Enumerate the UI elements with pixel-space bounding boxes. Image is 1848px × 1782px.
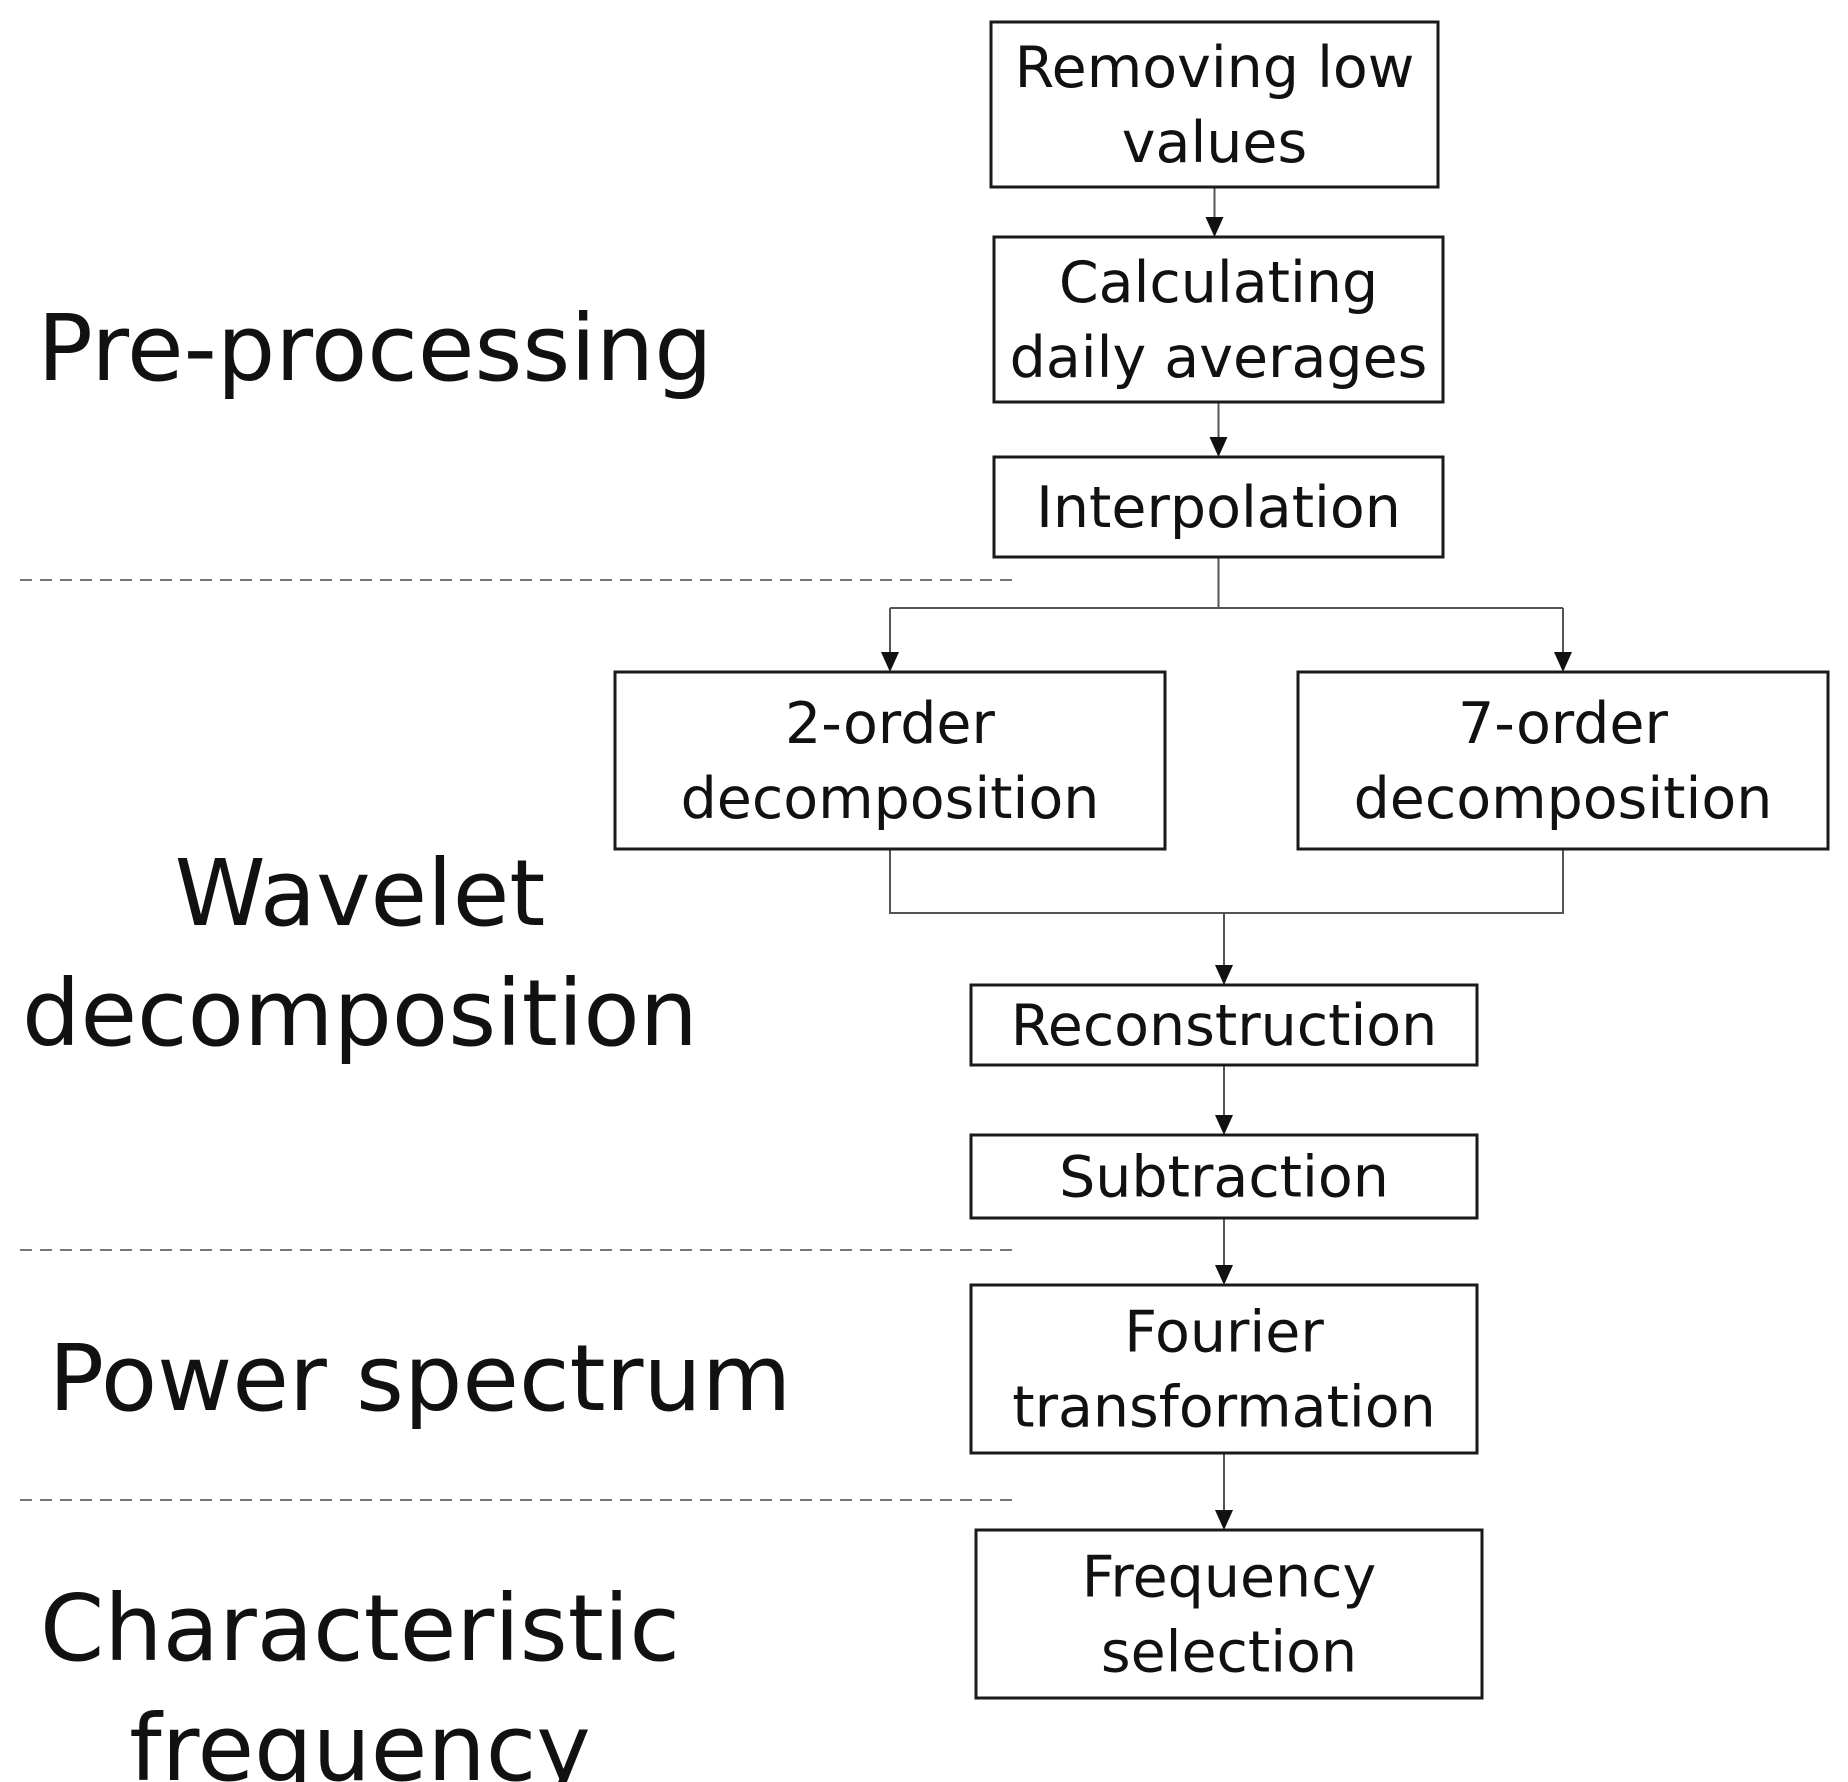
step-interpolation: Interpolation — [992, 455, 1445, 559]
step-removing-low-values: Removing low values — [989, 20, 1440, 189]
step-label-removing-low-values-line-1: Removing low — [1015, 35, 1415, 101]
step-label-daily-averages-line-2: daily averages — [1010, 325, 1428, 391]
step-label-fourier-line-2: transformation — [1012, 1375, 1436, 1441]
step-box-daily-averages — [992, 235, 1445, 404]
arrow-to-order2-arrowhead — [881, 652, 899, 672]
stage-label-preprocessing-line-1: Pre-processing — [37, 295, 712, 402]
step-label-interpolation-line-1: Interpolation — [1036, 475, 1401, 541]
step-label-frequency-selection-line-1: Frequency — [1082, 1545, 1376, 1611]
step-box-order2 — [613, 670, 1167, 851]
step-box-order7 — [1296, 670, 1830, 851]
arrow-removing-to-averages-arrowhead — [1205, 217, 1224, 237]
step-fourier: Fourier transformation — [969, 1283, 1479, 1455]
arrow-to-reconstruction-arrowhead — [1215, 965, 1233, 985]
step-label-order7-line-1: 7-order — [1458, 691, 1668, 757]
step-label-reconstruction-line-1: Reconstruction — [1011, 993, 1438, 1059]
step-label-fourier-line-1: Fourier — [1124, 1300, 1324, 1366]
stage-wavelet: Wavelet decomposition — [22, 840, 698, 1067]
step-box-frequency-selection — [974, 1528, 1484, 1700]
arrow-reconstruction-to-subtraction-arrowhead — [1215, 1115, 1233, 1135]
step-frequency-selection: Frequency selection — [974, 1528, 1484, 1700]
step-label-daily-averages-line-1: Calculating — [1059, 250, 1378, 316]
step-subtraction: Subtraction — [969, 1133, 1479, 1220]
stage-characteristic: Characteristic frequency — [40, 1575, 680, 1782]
arrow-fourier-to-frequency-selection-arrowhead — [1215, 1510, 1233, 1530]
step-box-fourier — [969, 1283, 1479, 1455]
stage-label-wavelet-line-2: decomposition — [22, 960, 698, 1067]
step-label-removing-low-values-line-2: values — [1122, 110, 1307, 176]
step-order7: 7-order decomposition — [1296, 670, 1830, 851]
step-label-order7-line-2: decomposition — [1354, 766, 1773, 832]
stage-label-wavelet-line-1: Wavelet — [175, 840, 546, 947]
step-box-removing-low-values — [989, 20, 1440, 189]
stage-label-characteristic-line-2: frequency — [129, 1695, 590, 1782]
step-box-interpolation — [992, 455, 1445, 559]
stage-preprocessing: Pre-processing — [37, 295, 712, 402]
arrow-to-order7-arrowhead — [1554, 652, 1572, 672]
step-box-subtraction — [969, 1133, 1479, 1220]
step-order2: 2-order decomposition — [613, 670, 1167, 851]
stage-label-characteristic-line-1: Characteristic — [40, 1575, 680, 1682]
split-connector — [890, 557, 1563, 609]
step-daily-averages: Calculating daily averages — [992, 235, 1445, 404]
step-label-frequency-selection-line-2: selection — [1101, 1620, 1357, 1686]
arrow-subtraction-to-fourier-arrowhead — [1215, 1265, 1233, 1285]
stage-separators — [20, 579, 1020, 1501]
step-reconstruction: Reconstruction — [969, 983, 1479, 1067]
merge-connector — [889, 849, 1564, 914]
stage-label-power-line-1: Power spectrum — [49, 1325, 792, 1432]
step-box-reconstruction — [969, 983, 1479, 1067]
connectors — [881, 187, 1572, 1530]
stage-power: Power spectrum — [49, 1325, 792, 1432]
step-label-order2-line-1: 2-order — [785, 691, 995, 757]
arrow-averages-to-interpolation-arrowhead — [1209, 437, 1228, 457]
step-label-subtraction-line-1: Subtraction — [1059, 1145, 1389, 1211]
step-label-order2-line-2: decomposition — [681, 766, 1100, 832]
